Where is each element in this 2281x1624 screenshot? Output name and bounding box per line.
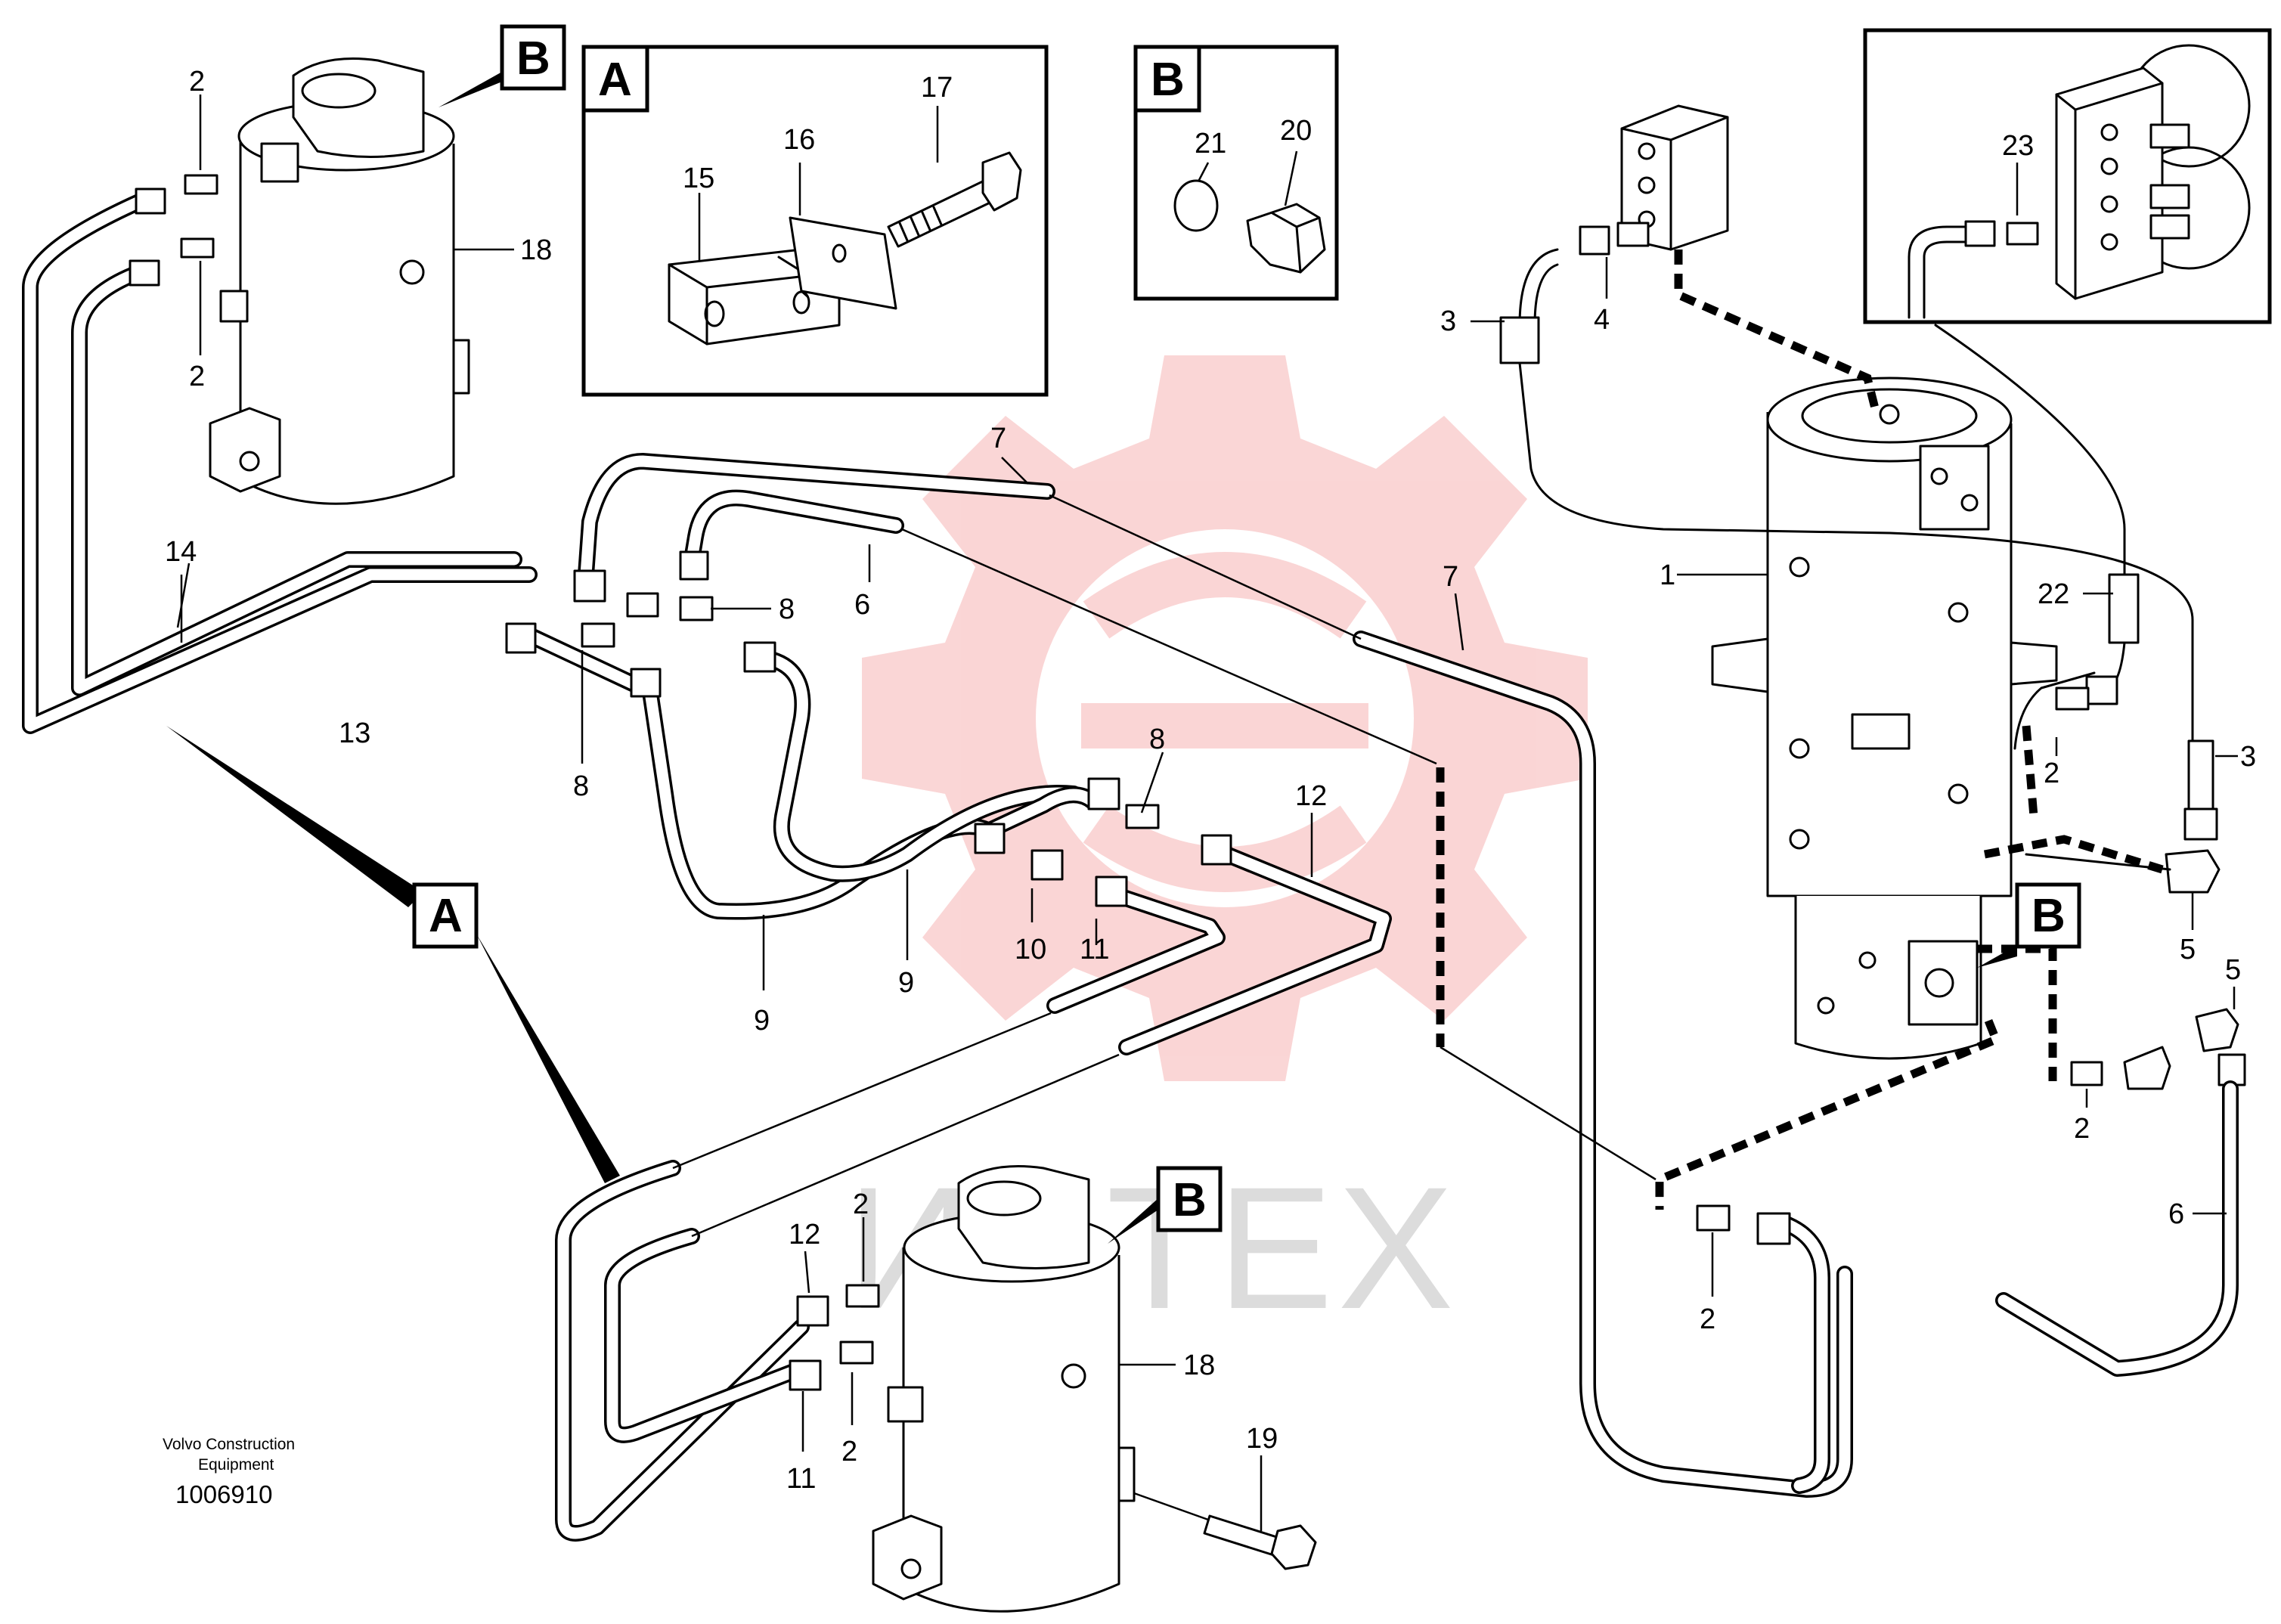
inset-b-label: B [1151, 54, 1185, 106]
callout-3-right: 3 [2240, 741, 2256, 773]
callout-8-c: 8 [1149, 724, 1165, 755]
hoses-lower-right: 2 5 6 [1655, 944, 2246, 1377]
rotary-joint-part-1: 1 [1660, 377, 2058, 1060]
caption-block: Volvo Construction Equipment 1006910 [163, 1436, 295, 1508]
callout-18-bottom: 18 [1183, 1350, 1215, 1381]
callout-3-top: 3 [1440, 305, 1456, 337]
callout-5-b: 5 [2225, 954, 2241, 986]
callout-2-bottom-right: 2 [1700, 1303, 1715, 1335]
callout-6-right: 6 [2168, 1198, 2184, 1230]
callout-16: 16 [783, 124, 815, 156]
inset-box-b-top: B 21 20 [1133, 45, 1339, 301]
bolt-part-17 [887, 151, 1022, 248]
callout-12-mid: 12 [1295, 780, 1327, 812]
callout-20: 20 [1280, 115, 1312, 147]
cylinder-part-18-bottom: 18 19 [872, 1165, 1317, 1613]
svg-text:B: B [516, 33, 550, 85]
callout-14: 14 [165, 536, 197, 568]
callout-9-b: 9 [898, 967, 914, 999]
callout-23: 23 [2002, 130, 2034, 162]
hoses-right-side: 22 3 5 2 [1934, 324, 2256, 965]
hose-bottom-middle: 2 [1696, 1204, 1830, 1494]
callout-19: 19 [1246, 1423, 1278, 1455]
hoses-top-left: 2 2 14 13 [22, 66, 538, 749]
callout-21: 21 [1195, 128, 1226, 160]
ref-box-b-bottom: B [1108, 1166, 1223, 1244]
callout-13: 13 [339, 717, 370, 749]
clamp-block-part-15 [668, 248, 841, 346]
svg-text:B: B [2032, 890, 2066, 942]
callout-9-a: 9 [754, 1005, 770, 1037]
hoses-middle: 7 6 8 8 8 9 9 10 11 12 [505, 423, 1392, 1055]
document-number: 1006910 [175, 1480, 272, 1508]
inset-box-a: A 15 16 17 [581, 45, 1049, 397]
hoses-bottom-left: 12 2 2 11 [555, 1012, 1120, 1542]
cylinder-part-18-top: 18 [209, 57, 552, 505]
hose-part-7-long: 7 [901, 494, 1853, 1498]
callout-11-bottom: 11 [786, 1463, 816, 1495]
callout-11-mid: 11 [1080, 934, 1109, 965]
callout-1: 1 [1660, 559, 1675, 591]
callout-2-bottom-b: 2 [841, 1436, 857, 1467]
callout-2-right-a: 2 [2044, 758, 2059, 789]
inset-a-label: A [598, 54, 632, 106]
valve-block-part-23 [2055, 67, 2164, 300]
ref-box-a-left: A [166, 726, 620, 1183]
ref-box-b-right: B [1977, 882, 2081, 968]
caption-line-2: Equipment [198, 1456, 274, 1474]
callout-7-right: 7 [1443, 561, 1458, 593]
plug-part-20 [1246, 203, 1326, 274]
svg-text:A: A [429, 890, 463, 942]
callout-10: 10 [1015, 934, 1046, 965]
callout-22: 22 [2038, 578, 2069, 610]
callout-8-a: 8 [779, 594, 795, 625]
o-ring-part-21 [1173, 179, 1219, 232]
callout-2-right-b: 2 [2074, 1113, 2090, 1145]
callout-5-a: 5 [2180, 934, 2196, 965]
watermark-gear-logo [862, 355, 1588, 1081]
callout-2-top-b: 2 [189, 361, 205, 392]
inset-box-valve-block: 23 [1863, 28, 2272, 324]
callout-17: 17 [921, 72, 953, 104]
callout-8-b: 8 [573, 770, 589, 802]
callout-12-bottom: 12 [789, 1219, 820, 1251]
svg-text:B: B [1173, 1174, 1207, 1226]
ref-box-b-top-left: B [439, 24, 566, 107]
callout-15: 15 [683, 163, 714, 194]
clamp-plate-part-16 [789, 216, 897, 310]
callout-7-mid: 7 [990, 423, 1006, 454]
junction-block-top-right: 3 4 [1440, 104, 2194, 742]
callout-18-top: 18 [520, 234, 552, 266]
callout-4: 4 [1594, 304, 1610, 336]
callout-2-top-a: 2 [189, 66, 205, 98]
bolt-part-19 [1203, 1514, 1317, 1570]
callout-2-bottom-a: 2 [853, 1189, 869, 1220]
callout-6-mid: 6 [854, 589, 870, 621]
caption-line-1: Volvo Construction [163, 1436, 295, 1453]
